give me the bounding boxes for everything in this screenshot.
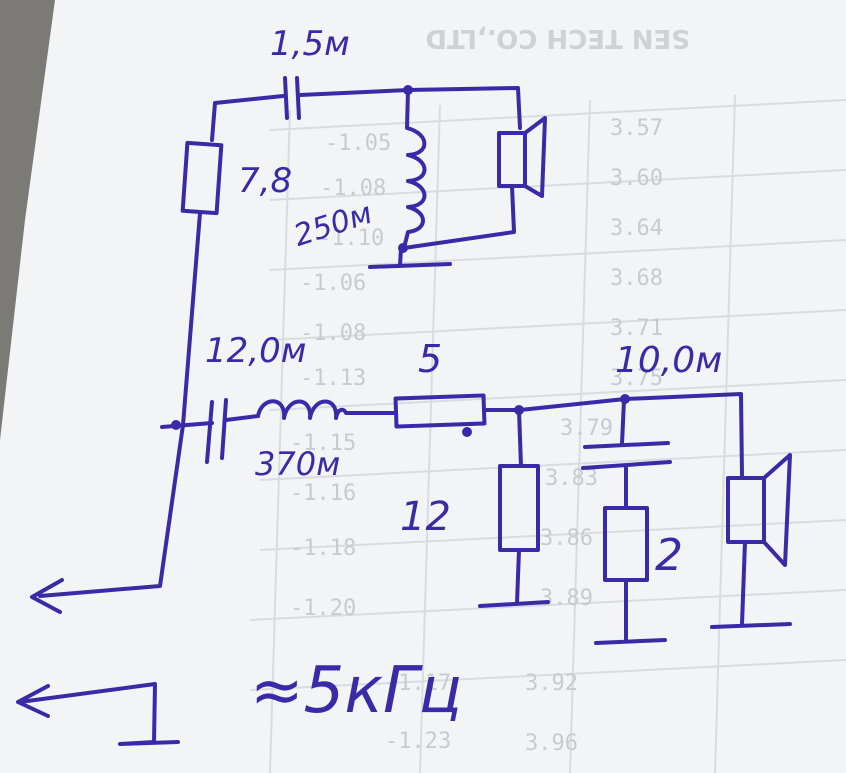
ghost-cell: 3.83 bbox=[545, 466, 598, 491]
label-c-right: 10,0м bbox=[615, 340, 722, 381]
wire-to-c-bottom bbox=[160, 421, 214, 429]
ghost-cell: -1.08 bbox=[300, 321, 366, 346]
wire-to-l-bottom bbox=[224, 414, 260, 422]
label-frequency: ≈5кГц bbox=[250, 654, 462, 728]
ghost-cell: -1.17 bbox=[385, 671, 451, 696]
ghost-cell: 3.71 bbox=[610, 316, 663, 341]
ghost-cell: -1.20 bbox=[290, 596, 356, 621]
ghost-cell: 3.96 bbox=[525, 731, 578, 756]
label-r-top: 7,8 bbox=[238, 161, 292, 201]
label-c-top: 1,5м bbox=[270, 24, 350, 64]
background-grid bbox=[249, 94, 846, 773]
ghost-cell: 3.68 bbox=[610, 266, 663, 291]
inductor-bottom bbox=[256, 399, 398, 420]
ghost-cell: -1.05 bbox=[325, 131, 391, 156]
label-c-bottom: 12,0м bbox=[205, 331, 306, 371]
return-line bbox=[18, 682, 180, 746]
ghost-cell: 3.60 bbox=[610, 166, 663, 191]
ghost-cell: -1.08 bbox=[320, 176, 386, 201]
wire-speaker-return bbox=[402, 184, 516, 250]
wire-top bbox=[298, 86, 522, 130]
labels: 1,5м 7,8 250м 12,0м 370м 5 10,0м 12 2 ≈5… bbox=[205, 24, 722, 728]
ground-r2 bbox=[594, 578, 667, 645]
ghost-cell: 3.57 bbox=[610, 116, 663, 141]
label-r-series: 5 bbox=[418, 337, 442, 381]
ghost-cell: -1.06 bbox=[300, 271, 366, 296]
ghost-cell: -1.15 bbox=[290, 431, 356, 456]
inductor-top bbox=[402, 88, 427, 250]
output-arrow-top bbox=[30, 578, 64, 614]
ghost-cell: -1.13 bbox=[300, 366, 366, 391]
output-arrow-bottom bbox=[16, 684, 50, 718]
capacitor-top bbox=[283, 76, 301, 120]
ground-woofer bbox=[710, 540, 792, 629]
ghost-cell: 3.86 bbox=[540, 526, 593, 551]
capacitor-bottom bbox=[205, 398, 228, 464]
ghost-cell: -1.16 bbox=[290, 481, 356, 506]
node-series-end bbox=[462, 427, 472, 437]
ghost-cell: 3.64 bbox=[610, 216, 663, 241]
label-r-two: 2 bbox=[655, 530, 683, 581]
woofer-branch bbox=[16, 211, 792, 746]
input-wire-vertical bbox=[210, 94, 285, 142]
ghost-cell: 3.79 bbox=[560, 416, 613, 441]
left-rail bbox=[38, 211, 202, 598]
label-l-bottom: 370м bbox=[255, 445, 340, 483]
ghost-cell: -1.23 bbox=[385, 729, 451, 754]
ground-top bbox=[368, 246, 452, 269]
capacitor-right bbox=[581, 441, 672, 470]
ghost-cell: -1.10 bbox=[318, 226, 384, 251]
wire-shunt bbox=[517, 408, 523, 468]
wire-cap-right bbox=[620, 398, 626, 446]
ghost-cell: 3.75 bbox=[610, 366, 663, 391]
ghost-text: SEN TECH CO.,LTD 3.57 3.60 3.64 3.68 3.7… bbox=[290, 23, 690, 756]
label-r-shunt: 12 bbox=[400, 494, 451, 540]
ghost-cell: 3.89 bbox=[540, 586, 593, 611]
ghost-cell: -1.18 bbox=[290, 536, 356, 561]
ghost-header: SEN TECH CO.,LTD bbox=[425, 23, 690, 53]
ground-shunt bbox=[478, 548, 550, 608]
ghost-cell: 3.92 bbox=[525, 671, 578, 696]
